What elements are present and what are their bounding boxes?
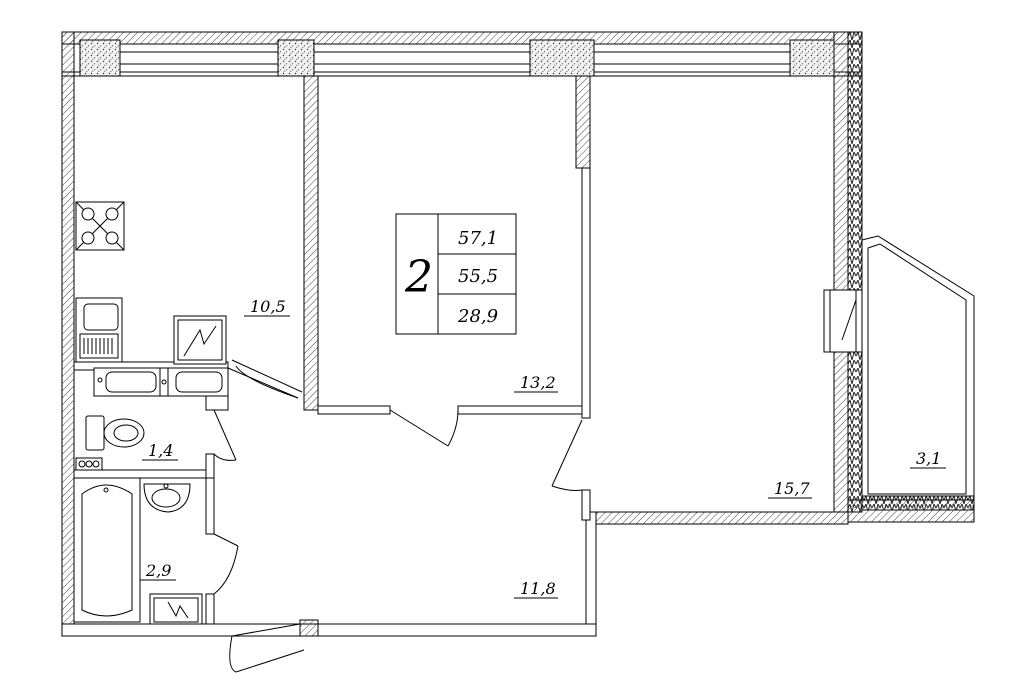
room-count: 2 <box>404 252 433 303</box>
balcony-area: 3,1 <box>916 449 941 468</box>
interior-walls <box>73 75 591 625</box>
doors <box>213 359 583 673</box>
room-labels: 10,5 13,2 15,7 1,4 2,9 11,8 3,1 <box>140 297 946 599</box>
bathroom-area: 2,9 <box>145 561 171 580</box>
area-without-balcony: 55,5 <box>458 266 498 287</box>
room-right-area: 15,7 <box>774 479 810 498</box>
hall-area: 11,8 <box>520 579 556 598</box>
balcony <box>847 235 975 523</box>
living-area: 28,9 <box>457 306 498 327</box>
room-center-area: 13,2 <box>520 373 556 392</box>
bathtub-icon <box>73 477 141 623</box>
total-area: 57,1 <box>458 228 498 249</box>
counter-icon <box>93 367 229 397</box>
outer-walls <box>61 31 865 637</box>
kitchen-sink-icon <box>75 297 123 363</box>
washbasin-icon <box>143 483 191 513</box>
fridge-icon <box>173 315 227 365</box>
washer-icon <box>149 593 203 625</box>
kitchen-area: 10,5 <box>250 297 286 316</box>
stove-icon <box>75 201 125 251</box>
toilet-area: 1,4 <box>148 441 173 460</box>
windows <box>119 43 791 73</box>
apartment-summary <box>395 213 517 335</box>
toilet-icon <box>75 415 145 471</box>
